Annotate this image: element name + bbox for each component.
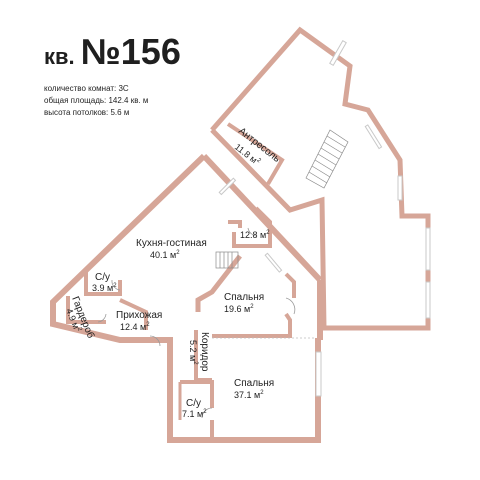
header: кв.№156 количество комнат: 3С общая площ…: [44, 34, 181, 119]
doors: [97, 227, 296, 419]
window-upper-4: [364, 124, 383, 150]
apartment-info: количество комнат: 3С общая площадь: 142…: [44, 83, 181, 119]
hall-area: 12.4 м2: [120, 322, 150, 332]
window-upper-1: [425, 227, 431, 271]
bath2-name: С/у: [186, 398, 201, 409]
window-top: [329, 40, 347, 66]
room-labels: Антресоль 11.8 м2 Кухня-гостиная 40.1 м2…: [64, 126, 282, 419]
apartment-number: №156: [80, 31, 181, 72]
outer-wall-upper: [210, 26, 431, 331]
walls: [50, 26, 431, 443]
small-room-door-icon: [247, 227, 257, 237]
stairs-kitchen: [215, 251, 239, 269]
bedroom1-door-icon: [285, 297, 296, 315]
apartment-title: кв.№156: [44, 34, 181, 75]
apartment-prefix: кв.: [44, 44, 75, 69]
windows: [218, 40, 431, 397]
bedroom1-bottom: [212, 312, 292, 338]
bath2-wall: [180, 380, 214, 408]
mezzanine-wall: [226, 122, 285, 186]
corridor-area: 5.2 м2: [188, 340, 198, 365]
bath2-area: 7.1 м2: [182, 409, 207, 419]
bath1-wall: [84, 268, 122, 296]
hall-name: Прихожая: [116, 310, 162, 321]
bath2-door-icon: [201, 407, 213, 419]
wardrobe-door-icon: [97, 313, 107, 323]
bath1-door-icon: [111, 279, 121, 291]
stairs-mezzanine: [305, 129, 349, 189]
bath1-name: С/у: [95, 272, 110, 283]
entry-door-icon: [149, 335, 161, 347]
window-1: [218, 177, 237, 196]
kitchen-name: Кухня-гостиная: [136, 238, 207, 249]
window-bedroom2: [315, 351, 322, 397]
bedroom1-area: 19.6 м2: [224, 304, 254, 314]
partition-a: [228, 220, 242, 228]
wardrobe-wall: [66, 296, 106, 324]
kitchen-area: 40.1 м2: [150, 250, 180, 260]
wall-diagonal-right: [201, 153, 323, 283]
hall-wall: [119, 298, 148, 330]
small-room-area: 12.8 м2: [240, 230, 270, 240]
small-room-wall-2: [254, 206, 272, 236]
small-room-wall: [232, 232, 272, 248]
info-rooms: количество комнат: 3С: [44, 84, 129, 93]
window-upper-3: [397, 175, 403, 201]
window-upper-2: [425, 281, 431, 319]
bedroom1-name: Спальня: [224, 292, 264, 303]
bedroom1-wall-right: [284, 272, 296, 298]
window-2: [264, 252, 283, 273]
bath1-area: 3.9 м2: [92, 283, 117, 293]
info-height: высота потолков: 5.6 м: [44, 108, 130, 117]
info-area: общая площадь: 142.4 кв. м: [44, 96, 149, 105]
bedroom1-wall: [195, 254, 242, 312]
bedroom2-name: Спальня: [234, 378, 274, 389]
bedroom2-area: 37.1 м2: [234, 390, 264, 400]
corridor-name: Коридор: [199, 332, 210, 372]
outer-wall-main: [50, 153, 321, 443]
